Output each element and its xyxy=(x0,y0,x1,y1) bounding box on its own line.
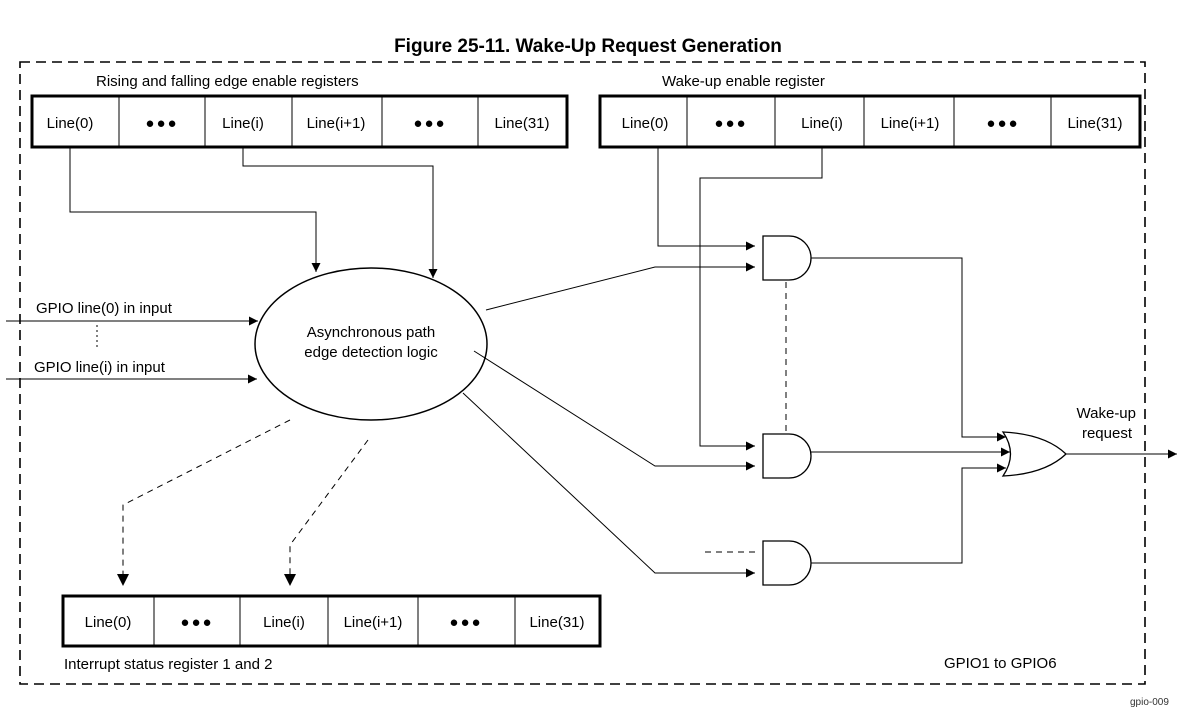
interrupt-status-cell-ellipsis: ●●● xyxy=(180,614,213,631)
interrupt-line0-arrowhead xyxy=(117,574,129,586)
logic-to-and-middle-wire xyxy=(473,350,755,471)
edge-enable-cell-ellipsis: ●●● xyxy=(413,115,446,132)
wakeup-enable-linei-wire xyxy=(699,147,823,451)
gpio-scope-label: GPIO1 to GPIO6 xyxy=(944,655,1057,672)
wakeup-request-label-line2: request xyxy=(1082,425,1133,442)
and-gate-linei xyxy=(762,433,812,479)
edge-detection-label-line2: edge detection logic xyxy=(304,344,438,361)
edge-enable-line0-wire xyxy=(69,147,321,272)
edge-enable-linei-wire xyxy=(242,147,438,278)
and-gate-line0 xyxy=(762,235,812,281)
wakeup-enable-cell-linei: Line(i) xyxy=(801,115,843,132)
edge-enable-cell-linei: Line(i) xyxy=(222,115,264,132)
logic-to-interrupt-linei-wire xyxy=(289,439,369,581)
edge-enable-cell-line31: Line(31) xyxy=(494,115,549,132)
interrupt-status-register-label: Interrupt status register 1 and 2 xyxy=(64,656,272,673)
figure-title: Figure 25-11. Wake-Up Request Generation xyxy=(394,36,782,57)
interrupt-status-cell-line0: Line(0) xyxy=(85,614,132,631)
interrupt-status-cell-line31: Line(31) xyxy=(529,614,584,631)
interrupt-status-register: Line(0) ●●● Line(i) Line(i+1) ●●● Line(3… xyxy=(61,594,602,648)
wakeup-enable-cell-ellipsis: ●●● xyxy=(714,115,747,132)
interrupt-status-cell-ellipsis: ●●● xyxy=(449,614,482,631)
edge-detection-label-line1: Asynchronous path xyxy=(307,324,435,341)
wakeup-enable-cell-line0: Line(0) xyxy=(622,115,669,132)
wakeup-enable-cell-ellipsis: ●●● xyxy=(986,115,1019,132)
and-top-to-or-wire xyxy=(811,257,1006,442)
wakeup-enable-cell-line31: Line(31) xyxy=(1067,115,1122,132)
gpio-line0-input-label: GPIO line(0) in input xyxy=(36,300,173,317)
edge-enable-register: Line(0) ●●● Line(i) Line(i+1) ●●● Line(3… xyxy=(30,94,569,149)
edge-enable-cell-ellipsis: ●●● xyxy=(145,115,178,132)
figure-id: gpio-009 xyxy=(1130,697,1169,708)
logic-to-and-bottom-wire xyxy=(462,392,755,578)
wakeup-enable-line0-wire xyxy=(657,147,755,251)
edge-enable-register-label: Rising and falling edge enable registers xyxy=(96,73,359,90)
and-gate-line31 xyxy=(762,540,812,586)
edge-enable-cell-line0: Line(0) xyxy=(47,115,94,132)
wakeup-enable-register-label: Wake-up enable register xyxy=(662,73,825,90)
gpio-module-frame xyxy=(19,61,1146,685)
edge-enable-cell-linei1: Line(i+1) xyxy=(307,115,366,132)
gpio-linei-input-label: GPIO line(i) in input xyxy=(34,359,166,376)
logic-to-interrupt-line0-wire xyxy=(122,419,291,581)
interrupt-status-cell-linei: Line(i) xyxy=(263,614,305,631)
wakeup-enable-cell-linei1: Line(i+1) xyxy=(881,115,940,132)
or-gate xyxy=(1001,431,1067,477)
interrupt-status-cell-linei1: Line(i+1) xyxy=(344,614,403,631)
edge-detection-logic-block: Asynchronous path edge detection logic xyxy=(254,267,488,421)
wakeup-enable-register: Line(0) ●●● Line(i) Line(i+1) ●●● Line(3… xyxy=(598,94,1142,149)
logic-to-and-top-wire xyxy=(485,262,755,311)
wakeup-request-label-line1: Wake-up xyxy=(1077,405,1136,422)
interrupt-linei-arrowhead xyxy=(284,574,296,586)
and-bottom-to-or-wire xyxy=(811,463,1006,564)
